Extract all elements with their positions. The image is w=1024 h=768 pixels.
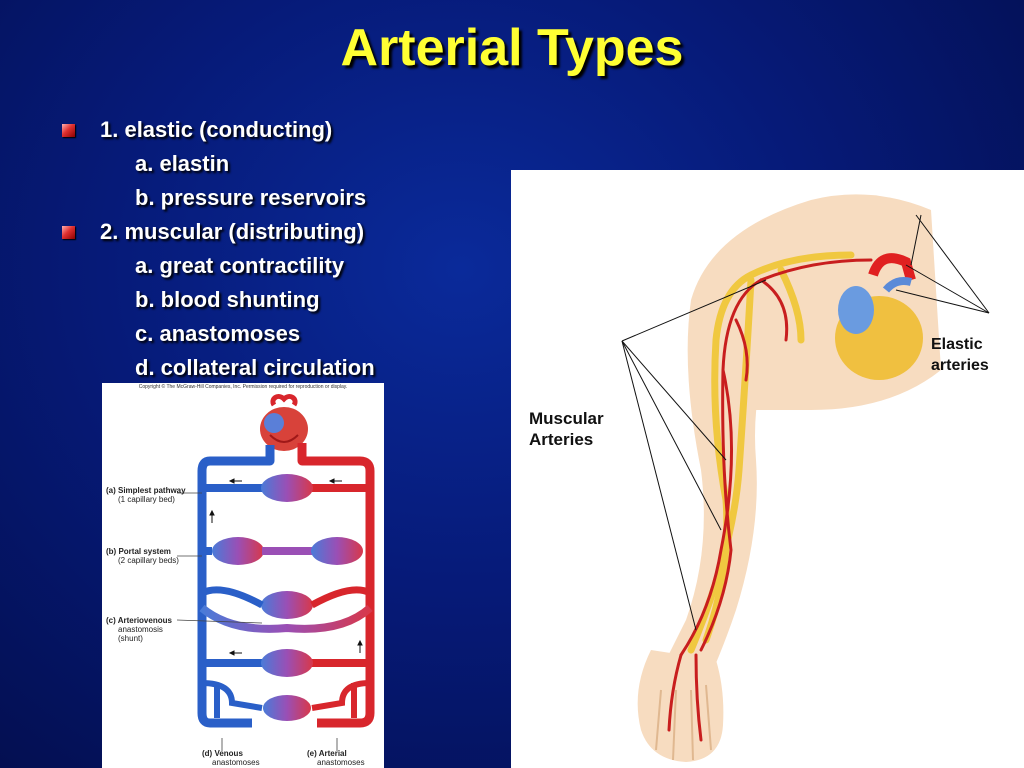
- label-sub: (2 capillary beds): [118, 556, 179, 565]
- bullet-item: 2. muscular (distributing): [100, 219, 365, 244]
- sub-item: c. anastomoses: [135, 321, 301, 346]
- label-portal-system: (b) Portal system (2 capillary beds): [106, 547, 179, 565]
- label-main: (a) Simplest pathway: [106, 486, 186, 495]
- heart-icon: [260, 394, 308, 451]
- label-main: (b) Portal system: [106, 547, 171, 556]
- sub-item: a. great contractility: [135, 253, 345, 278]
- label-main: (d) Venous: [202, 749, 243, 758]
- label-arterial-anastomoses: (e) Arterial anastomoses: [307, 749, 365, 767]
- label-sub: anastomoses: [212, 758, 260, 767]
- label-line: Muscular: [529, 409, 604, 428]
- label-main: (e) Arterial: [307, 749, 347, 758]
- circulation-pathways-figure: Copyright © The McGraw-Hill Companies, I…: [102, 383, 384, 768]
- label-venous-anastomoses: (d) Venous anastomoses: [202, 749, 260, 767]
- slide-title: Arterial Types: [340, 19, 684, 77]
- label-sub: anastomosis: [118, 625, 163, 634]
- arm-illustration: [621, 194, 990, 762]
- label-arteriovenous-anastomosis: (c) Arteriovenous anastomosis (shunt): [106, 616, 172, 643]
- label-elastic-arteries: Elastic arteries: [931, 334, 989, 376]
- label-simplest-pathway: (a) Simplest pathway (1 capillary bed): [106, 486, 186, 504]
- label-sub: anastomoses: [317, 758, 365, 767]
- heart-icon: [835, 253, 923, 380]
- label-line: arteries: [931, 357, 989, 374]
- bullet-marker: [62, 226, 75, 239]
- sub-item: b. pressure reservoirs: [135, 185, 367, 210]
- label-sub: (1 capillary bed): [118, 495, 175, 504]
- bullet-marker: [62, 124, 75, 137]
- label-line: Arteries: [529, 430, 594, 449]
- circulation-diagram: [176, 394, 375, 751]
- arm-arteries-figure: Elastic arteries Muscular Arteries: [511, 170, 1024, 768]
- label-muscular-arteries: Muscular Arteries: [529, 408, 604, 450]
- label-line: Elastic: [931, 336, 983, 353]
- bullet-item: 1. elastic (conducting): [100, 117, 333, 142]
- sub-item: d. collateral circulation: [135, 355, 375, 380]
- copyright-notice: Copyright © The McGraw-Hill Companies, I…: [138, 384, 348, 390]
- label-sub: (shunt): [118, 634, 143, 643]
- sub-item: b. blood shunting: [135, 287, 320, 312]
- sub-item: a. elastin: [135, 151, 230, 176]
- label-main: (c) Arteriovenous: [106, 616, 172, 625]
